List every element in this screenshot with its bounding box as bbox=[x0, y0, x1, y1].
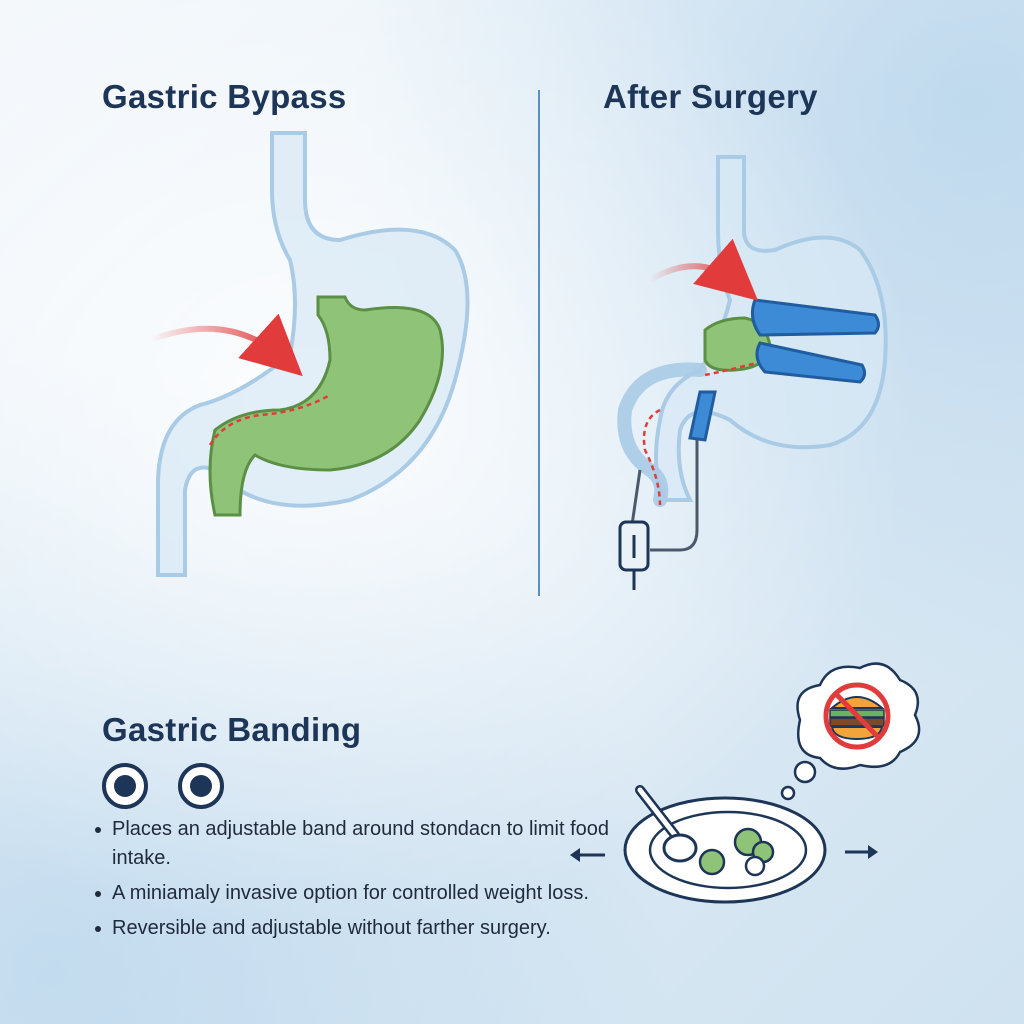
bypass-red-arrow bbox=[148, 313, 303, 377]
plate-inner bbox=[648, 810, 808, 890]
no-burger-icon bbox=[823, 682, 891, 750]
after-surgery-title: After Surgery bbox=[603, 78, 818, 115]
eye-icon bbox=[178, 763, 224, 809]
arrow-left-icon bbox=[570, 848, 605, 862]
banded-dashed-route bbox=[642, 408, 662, 506]
arrow-right-icon bbox=[845, 845, 878, 859]
banded-staple-line bbox=[704, 360, 761, 377]
thought-dot-medium bbox=[793, 760, 817, 784]
plate-outer bbox=[623, 796, 827, 904]
spoon-bowl bbox=[662, 833, 698, 863]
thought-dot-small bbox=[780, 785, 796, 801]
bullet-item: Reversible and adjustable without farthe… bbox=[92, 914, 652, 943]
gastric-banding-title: Gastric Banding bbox=[102, 711, 362, 748]
band-tubing-drop bbox=[630, 469, 642, 526]
bypass-green-pouch bbox=[208, 295, 444, 517]
bypass-stomach bbox=[148, 131, 470, 577]
banded-red-arrow bbox=[648, 238, 759, 301]
banded-intestine-loop bbox=[617, 362, 707, 507]
bullet-item: Places an adjustable band around stondac… bbox=[92, 815, 652, 873]
eye-icon bbox=[102, 763, 148, 809]
gastric-band-vertical bbox=[688, 390, 717, 442]
band-tubing bbox=[650, 440, 699, 552]
gastric-band-upper bbox=[750, 298, 880, 337]
gastric-bypass-title: Gastric Bypass bbox=[102, 78, 347, 115]
plate-illustration bbox=[570, 662, 921, 904]
banded-stomach bbox=[617, 155, 888, 590]
banding-bullet-list: Places an adjustable band around stondac… bbox=[92, 815, 652, 949]
gastric-band-lower bbox=[755, 341, 867, 384]
broccoli-icon bbox=[698, 827, 775, 877]
bullet-item: A miniamaly invasive option for controll… bbox=[92, 879, 652, 908]
eye-icons bbox=[102, 763, 224, 809]
